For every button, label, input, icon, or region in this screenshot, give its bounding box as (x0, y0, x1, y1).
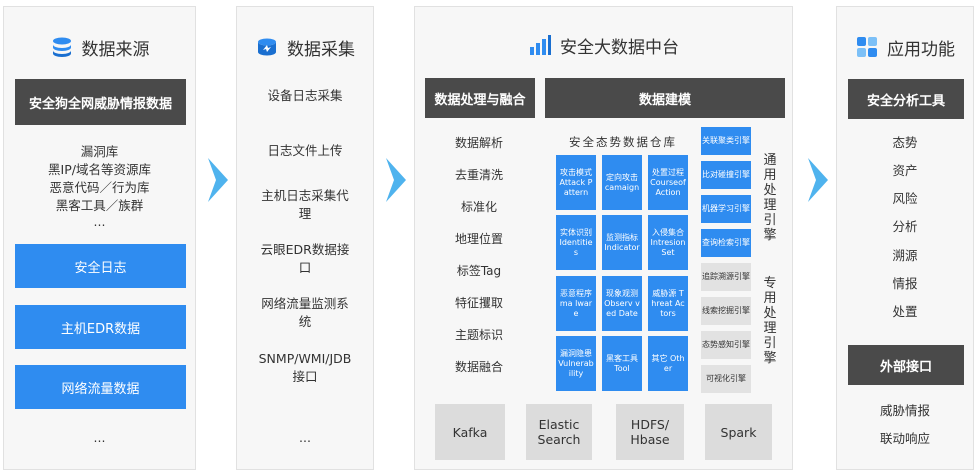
source-list-item: 黑IP/域名等资源库 (48, 162, 151, 177)
collection-item: 云眼EDR数据接口 (260, 242, 350, 275)
bigdata-platform-title: 安全大数据中台 (415, 31, 792, 59)
warehouse-cell: 实体识别 Identities (556, 215, 596, 270)
hdfs-hbase-box: HDFS/ Hbase (616, 404, 684, 460)
processing-item: 数据融合 (454, 360, 503, 374)
processing-header: 数据处理与融合 (425, 78, 535, 118)
tool-item: 资产 (892, 163, 918, 178)
collection-item: 日志文件上传 (267, 143, 343, 158)
special-engine: 追踪溯源引擎 (701, 263, 751, 291)
special-engine-label: 专用处理引擎 (763, 276, 777, 366)
kafka-box: Kafka (435, 404, 505, 460)
tool-item: 处置 (892, 304, 918, 319)
warehouse-cell: 其它 Other (648, 336, 688, 391)
network-traffic-button[interactable]: 网络流量数据 (15, 365, 186, 409)
processing-item: 特征攫取 (454, 296, 503, 310)
warehouse-cell: 定向攻击 camaign (602, 155, 642, 210)
special-engine: 线索挖掘引擎 (701, 297, 751, 325)
processing-item: 地理位置 (454, 232, 503, 246)
tool-item: 情报 (892, 276, 918, 291)
warehouse-cell: 威胁源 Threat Actors (648, 276, 688, 331)
modeling-header: 数据建模 (545, 78, 785, 118)
warehouse-title: 安全态势数据仓库 (569, 135, 677, 149)
tool-item: 态势 (892, 135, 918, 150)
general-engine: 查询检索引擎 (701, 229, 751, 257)
security-log-button[interactable]: 安全日志 (15, 244, 186, 288)
warehouse-cell: 入侵集合 Intresion Set (648, 215, 688, 270)
collection-item: SNMP/WMI/JDB接口 (258, 351, 352, 384)
collection-item: 主机日志采集代理 (261, 188, 349, 221)
tool-item: 分析 (892, 219, 918, 234)
application-title: 应用功能 (837, 33, 973, 61)
collection-item: 设备日志采集 (267, 88, 343, 103)
general-engine: 比对碰撞引擎 (701, 161, 751, 189)
bigdata-platform-title-text: 安全大数据中台 (560, 37, 679, 58)
analysis-tools-header: 安全分析工具 (848, 79, 964, 119)
processing-item: 主题标识 (454, 328, 503, 342)
source-list-item: ... (93, 214, 106, 229)
application-panel: 应用功能 安全分析工具 态势 资产 风险 分析 溯源 情报 处置 外部接口 威胁… (836, 6, 974, 470)
arrow-right-icon (386, 158, 406, 202)
tool-item: 溯源 (892, 248, 918, 263)
warehouse-cell: 漏洞隐患 Vulnerab ility (556, 336, 596, 391)
interface-item: 威胁情报 (879, 403, 930, 418)
threat-intel-header: 安全狗全网威胁情报数据 (15, 79, 186, 125)
general-engine: 机器学习引擎 (701, 195, 751, 223)
data-source-title: 数据来源 (4, 33, 195, 61)
special-engine: 可视化引擎 (701, 365, 751, 393)
source-list-item: 漏洞库 (80, 144, 119, 159)
collection-item: 网络流量监测系统 (261, 296, 349, 329)
data-collection-title-text: 数据采集 (287, 39, 355, 60)
spark-box: Spark (705, 404, 772, 460)
processing-item: 标准化 (460, 200, 497, 214)
general-engine-label: 通用处理引擎 (763, 153, 777, 243)
app-grid-icon (857, 37, 877, 57)
warehouse-cell: 黑客工具 Tool (602, 336, 642, 391)
data-collection-panel: 数据采集 设备日志采集 日志文件上传 主机日志采集代理 云眼EDR数据接口 网络… (236, 6, 374, 470)
data-source-title-text: 数据来源 (81, 39, 150, 60)
warehouse-cell: 监测指标 Indicator (602, 215, 642, 270)
warehouse-cell: 攻击模式 Attack Pattern (556, 155, 596, 210)
arrow-right-icon (808, 158, 828, 202)
data-source-panel: 数据来源 安全狗全网威胁情报数据 漏洞库 黑IP/域名等资源库 恶意代码／行为库… (3, 6, 196, 470)
arrow-right-icon (208, 158, 228, 202)
source-list-item: 黑客工具／族群 (55, 198, 144, 213)
source-list-item: 恶意代码／行为库 (49, 180, 150, 195)
collection-database-icon (258, 38, 276, 56)
special-engine: 态势感知引擎 (701, 331, 751, 359)
bar-chart-icon (530, 35, 551, 55)
source-ellipsis: ... (93, 430, 106, 445)
data-collection-title: 数据采集 (237, 33, 373, 61)
host-edr-button[interactable]: 主机EDR数据 (15, 305, 186, 349)
interface-item: 联动响应 (879, 431, 930, 446)
warehouse-cell: 恶意程序 ma lware (556, 276, 596, 331)
warehouse-cell: 现象观测 Observ ved Date (602, 276, 642, 331)
processing-item: 数据解析 (454, 136, 503, 150)
external-interface-header: 外部接口 (848, 345, 964, 385)
warehouse-cell: 处置过程 Courseof Action (648, 155, 688, 210)
application-title-text: 应用功能 (887, 39, 955, 60)
collection-ellipsis: ... (299, 430, 311, 445)
processing-item: 标签Tag (456, 264, 502, 278)
elasticsearch-box: Elastic Search (526, 404, 592, 460)
general-engine: 关联聚类引擎 (701, 127, 751, 155)
processing-item: 去重清洗 (454, 168, 503, 182)
database-icon (52, 37, 71, 57)
tool-item: 风险 (892, 191, 918, 206)
